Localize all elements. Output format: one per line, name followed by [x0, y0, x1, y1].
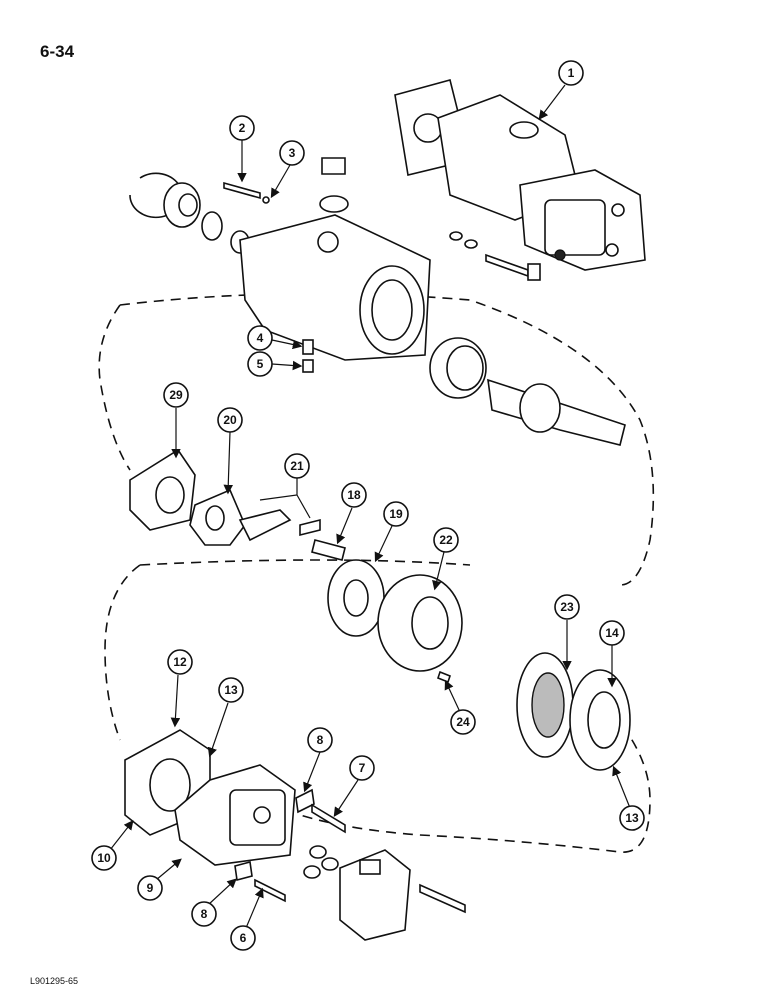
callout-19: 19 — [383, 501, 409, 527]
callout-7: 7 — [349, 755, 375, 781]
leader-lines — [109, 84, 631, 929]
svg-text:3: 3 — [289, 146, 296, 160]
callout-23: 23 — [554, 594, 580, 620]
svg-text:20: 20 — [223, 413, 237, 427]
callout-20: 20 — [217, 407, 243, 433]
svg-text:12: 12 — [173, 655, 187, 669]
callout-2: 2 — [229, 115, 255, 141]
svg-text:10: 10 — [97, 851, 111, 865]
callout-14: 14 — [599, 620, 625, 646]
figure-reference: L901295-65 — [30, 976, 79, 986]
callout-10: 10 — [91, 845, 117, 871]
svg-text:13: 13 — [625, 811, 639, 825]
svg-text:4: 4 — [257, 331, 264, 345]
pump-housing — [239, 214, 431, 373]
callout-24: 24 — [450, 709, 476, 735]
svg-text:1: 1 — [568, 66, 575, 80]
svg-text:18: 18 — [347, 488, 361, 502]
svg-text:6: 6 — [240, 931, 247, 945]
callout-22: 22 — [433, 527, 459, 553]
svg-text:8: 8 — [201, 907, 208, 921]
page-number: 6-34 — [40, 42, 75, 61]
upper-left-parts — [129, 157, 349, 254]
svg-text:24: 24 — [456, 715, 470, 729]
svg-text:19: 19 — [389, 507, 403, 521]
svg-text:21: 21 — [290, 459, 304, 473]
svg-text:22: 22 — [439, 533, 453, 547]
svg-text:13: 13 — [224, 683, 238, 697]
callout-8: 8 — [307, 727, 333, 753]
callout-13-right: 13 — [619, 805, 645, 831]
svg-text:7: 7 — [359, 761, 366, 775]
lower-group-outline — [104, 559, 651, 853]
lower-parts — [124, 729, 466, 941]
callout-12: 12 — [167, 649, 193, 675]
right-plates — [516, 652, 631, 771]
callout-18: 18 — [341, 482, 367, 508]
middle-parts — [129, 448, 463, 684]
pump-assembly — [394, 79, 646, 271]
svg-text:23: 23 — [560, 600, 574, 614]
callout-13: 13 — [218, 677, 244, 703]
callout-21: 21 — [284, 453, 310, 479]
bearing-and-shaft — [429, 337, 626, 446]
svg-text:14: 14 — [605, 626, 619, 640]
callout-6: 6 — [230, 925, 256, 951]
callout-8-lower: 8 — [191, 901, 217, 927]
callout-9: 9 — [137, 875, 163, 901]
callout-1: 1 — [558, 60, 584, 86]
svg-text:2: 2 — [239, 121, 246, 135]
svg-text:29: 29 — [169, 388, 183, 402]
callout-5: 5 — [247, 351, 273, 377]
callout-29: 29 — [163, 382, 189, 408]
pump-bolt-and-washers — [449, 231, 541, 281]
callout-3: 3 — [279, 140, 305, 166]
svg-text:5: 5 — [257, 357, 264, 371]
svg-text:9: 9 — [147, 881, 154, 895]
upper-group-outline — [98, 292, 655, 586]
svg-text:8: 8 — [317, 733, 324, 747]
callout-4: 4 — [247, 325, 273, 351]
